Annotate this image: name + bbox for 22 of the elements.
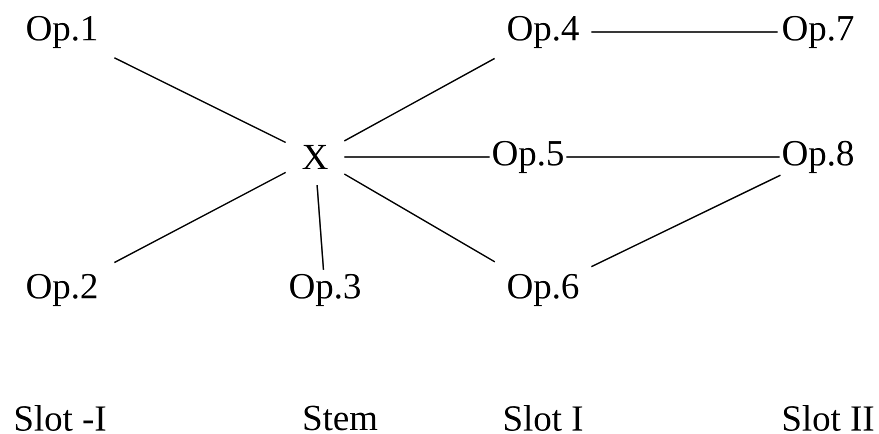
operand-label: Op.8 [783,140,853,174]
slot-label: Slot II [784,405,874,431]
operand-label: Op.4 [508,16,579,48]
connector-line [344,58,496,142]
connector-line [316,185,324,270]
connector-line [591,174,781,268]
operand-label: Op.2 [27,274,96,306]
connector-line [344,173,496,262]
operand-label: X [302,144,328,170]
operand-label: Op.6 [508,274,578,306]
connector-line [114,172,286,264]
slot-label: Slot I [505,405,582,431]
connector-line [566,156,780,158]
connector-line [114,57,286,144]
connector-line [591,31,778,33]
operand-label: Op.5 [493,140,563,174]
connector-line [344,156,490,158]
slot-label: Stem [304,406,378,430]
operand-label: Op.7 [783,16,854,48]
operand-label: Op.1 [27,16,96,48]
slot-label: Slot -I [16,405,106,431]
operand-label: Op.3 [290,274,360,306]
